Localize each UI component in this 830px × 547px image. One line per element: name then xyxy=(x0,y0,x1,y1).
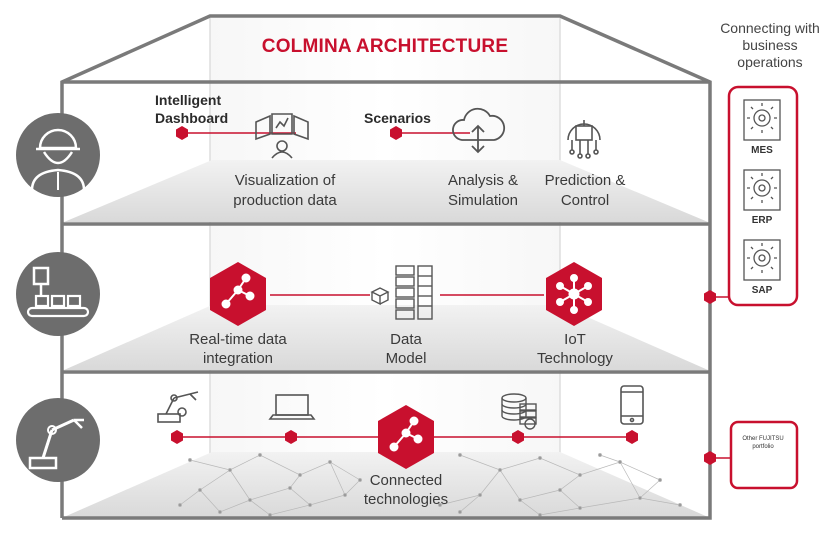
visualization-line2: production data xyxy=(233,192,337,209)
system-label-erp: ERP xyxy=(751,215,773,226)
node-scenarios xyxy=(390,126,402,140)
system-label-mes: MES xyxy=(751,145,773,156)
realtime-hex-icon xyxy=(210,262,266,326)
dashboard-label-line2: Dashboard xyxy=(155,110,229,126)
iot-hex-icon xyxy=(546,262,602,326)
robot-arm-icon xyxy=(16,398,100,482)
dashboard-label-line1: Intelligent xyxy=(155,92,222,108)
database-icon xyxy=(370,265,433,320)
chip-icon xyxy=(567,120,601,159)
server-icon xyxy=(501,393,537,430)
datamodel-line2: Model xyxy=(385,350,427,367)
diagram-title: COLMINA ARCHITECTURE xyxy=(261,36,509,57)
robot-icon xyxy=(157,391,199,423)
realtime-line1: Real-time data xyxy=(189,331,287,348)
analysis-line1: Analysis & xyxy=(447,172,519,189)
phone-icon xyxy=(620,385,644,425)
cloud-icon xyxy=(452,107,506,154)
system-label-sap: SAP xyxy=(751,285,773,296)
iot-line2: Technology xyxy=(537,350,613,367)
visualization-line1: Visualization of xyxy=(234,172,336,189)
analysis-line2: Simulation xyxy=(447,192,519,209)
network-mesh xyxy=(178,453,682,517)
gear-icon xyxy=(743,99,781,281)
bottom-floor-plane xyxy=(64,452,708,517)
middle-floor-plane xyxy=(64,305,708,370)
realtime-line2: integration xyxy=(202,350,274,367)
connected-line2: technologies xyxy=(363,491,449,508)
node-server xyxy=(512,430,524,444)
factory-line-icon xyxy=(16,252,100,336)
worker-icon xyxy=(16,113,100,197)
business-heading: Connecting with business operations xyxy=(720,20,820,70)
connected-line1: Connected xyxy=(369,472,443,489)
node-robot xyxy=(171,430,183,444)
laptop-icon xyxy=(268,394,316,420)
node-laptop xyxy=(285,430,297,444)
scenarios-label: Scenarios xyxy=(364,110,431,126)
connected-hex-icon xyxy=(378,405,434,469)
iot-line1: IoT xyxy=(564,331,586,348)
prediction-line2: Control xyxy=(560,192,610,209)
dashboard-icon xyxy=(255,113,309,159)
prediction-line1: Prediction & xyxy=(544,172,626,189)
datamodel-line1: Data xyxy=(390,331,422,348)
house-frame xyxy=(60,14,712,520)
node-phone xyxy=(626,430,638,444)
top-floor-plane xyxy=(64,160,708,222)
node-dashboard xyxy=(176,126,188,140)
other-portfolio-label: Other FUJITSU portfolio xyxy=(742,436,784,450)
